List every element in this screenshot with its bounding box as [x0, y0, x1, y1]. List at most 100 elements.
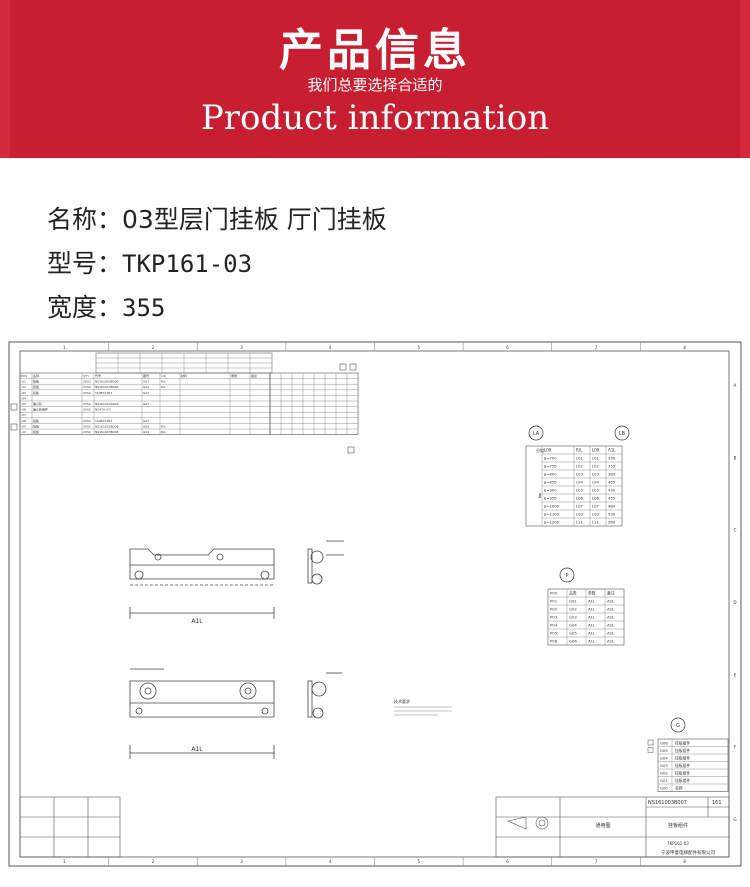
- product-model-value: TKP161-03: [122, 250, 253, 278]
- bom-cell: G07: [143, 419, 149, 423]
- ruler-top-label: 1: [63, 345, 66, 350]
- length-table-cell: L01: [592, 456, 600, 461]
- bom-cell: YA0B7C067: [95, 391, 112, 395]
- ruler-top-label: 7: [595, 345, 598, 350]
- product-name-value: 03型层门挂板 厅门挂板: [122, 205, 387, 234]
- bom-cell: NS161003G060: [95, 402, 119, 406]
- component-table-code: G04: [660, 755, 668, 760]
- bom-cell: R/L: [161, 424, 166, 428]
- length-table-cell: 380: [608, 472, 616, 477]
- bom-cell: -06: [21, 408, 26, 412]
- door-hanger-plate-front-view-2: [129, 668, 275, 759]
- ruler-side-label: A: [734, 383, 737, 388]
- length-table-cell: L09: [576, 512, 584, 517]
- ruler-bottom-label: 1: [63, 859, 66, 864]
- ruler-top-label: 6: [506, 345, 509, 350]
- parameter-table-cell: A2L: [607, 639, 615, 644]
- length-table-header: L00: [544, 448, 552, 453]
- ruler-top-label: 2: [152, 345, 155, 350]
- component-table-code: G01: [660, 778, 668, 783]
- bom-cell: 挂板: [33, 418, 39, 423]
- title-block: [19, 796, 730, 858]
- parameter-table-cell: P01: [550, 599, 558, 604]
- parameter-table-cell: A2L: [607, 607, 615, 612]
- bom-cell: -10: [21, 430, 26, 434]
- length-table-cell: L03: [592, 472, 600, 477]
- length-table-cell: L07: [576, 504, 584, 509]
- parameter-table-cell: G05: [569, 631, 577, 636]
- bom-cell: NS161003B008: [95, 424, 118, 428]
- product-model-label: 型号：: [47, 249, 123, 278]
- bom-cell: 2XSC: [83, 385, 91, 389]
- technical-note: 技术要求: [394, 698, 410, 704]
- length-table-header: L00: [592, 448, 600, 453]
- product-name-cell: 挂板组件: [668, 822, 688, 829]
- parameter-table-cell: P02: [550, 607, 558, 612]
- length-table-cell: L03: [576, 472, 584, 477]
- bom-cell: -04: [21, 396, 26, 400]
- parameter-table-cell: G06: [569, 639, 577, 644]
- parameter-table-cell: A1L: [588, 607, 596, 612]
- drawing-number: NS161003B007: [648, 800, 687, 806]
- balloon-p: P: [559, 567, 575, 583]
- parameter-table-cell: A1L: [588, 615, 596, 620]
- component-table-code: G03: [660, 763, 668, 768]
- bom-cell: G05: [143, 424, 149, 428]
- ruler-bottom-label: 7: [595, 859, 598, 864]
- bom-cell: 2XSC: [83, 424, 91, 428]
- bom-cell: 2XSC: [83, 419, 91, 423]
- ruler-side-label: C: [734, 528, 737, 533]
- length-table-cell: 480: [608, 504, 616, 509]
- banner-panel: 产品信息 我们总要选择合适的 Product information: [10, 0, 740, 158]
- bom-cell: -05: [21, 402, 26, 406]
- length-table-cell: 530: [608, 512, 616, 517]
- bom-cell: R/L: [161, 380, 166, 384]
- bom-cell: YA0B7C067: [95, 419, 112, 423]
- product-info-banner: 产品信息 我们总要选择合适的 Product information: [0, 0, 750, 158]
- length-table-cell: L11: [592, 520, 600, 525]
- door-hanger-side-view-2: [307, 672, 342, 719]
- length-table-cell: L06: [592, 496, 600, 501]
- product-width-label: 宽度：: [47, 293, 123, 322]
- bom-cell: G04: [143, 430, 149, 434]
- svg-text:LA: LA: [533, 431, 540, 437]
- projection-symbol: [507, 816, 549, 830]
- ruler-bottom-label: 3: [240, 859, 243, 864]
- product-model-line: 型号：TKP161-03: [47, 244, 252, 280]
- ruler-bottom-label: 5: [418, 859, 421, 864]
- bom-cell: NS47A-2/1: [95, 408, 111, 412]
- ruler-bottom-label: 2: [152, 859, 155, 864]
- bom-cell: 挂板: [33, 384, 39, 389]
- bom-header-cell: 图号: [143, 373, 149, 378]
- parameter-table-header: 备注: [607, 591, 615, 596]
- company-name: 宁波申菱电梯配件有限公司: [661, 849, 715, 856]
- length-table-cell: L04: [592, 480, 600, 485]
- balloon-g: G: [670, 717, 686, 733]
- banner-subtitle: 我们总要选择合适的: [307, 76, 443, 94]
- component-table-code: G02: [660, 770, 668, 775]
- group-label-jj: JJ: [538, 493, 542, 499]
- ruler-side-label: B: [734, 455, 737, 460]
- bom-cell: 2XSC: [83, 391, 91, 395]
- component-table-code: G05: [660, 748, 668, 753]
- ruler-side-label: E: [734, 672, 737, 677]
- bom-cell: -02: [21, 385, 26, 389]
- bom-header-cell: QTY: [83, 374, 89, 378]
- bom-cell: 挂板: [33, 379, 39, 384]
- bom-header-cell: 材料: [181, 373, 187, 378]
- bom-cell: R/L: [161, 385, 166, 389]
- door-hanger-side-view-1: [307, 540, 344, 585]
- bom-cell: R/L: [161, 430, 166, 434]
- bom-cell: NS161003B008: [95, 380, 118, 384]
- bom-cell: G02: [143, 385, 149, 389]
- bom-cell: -01: [21, 380, 26, 384]
- component-table-name: 名称: [675, 785, 683, 790]
- length-table-cell: 330: [608, 456, 616, 461]
- product-name-label: 名称：: [47, 205, 123, 234]
- length-table-cell: JJ=1100: [543, 512, 560, 517]
- bom-cell: G07: [143, 391, 149, 395]
- length-table-cell: JJ=700: [543, 456, 557, 461]
